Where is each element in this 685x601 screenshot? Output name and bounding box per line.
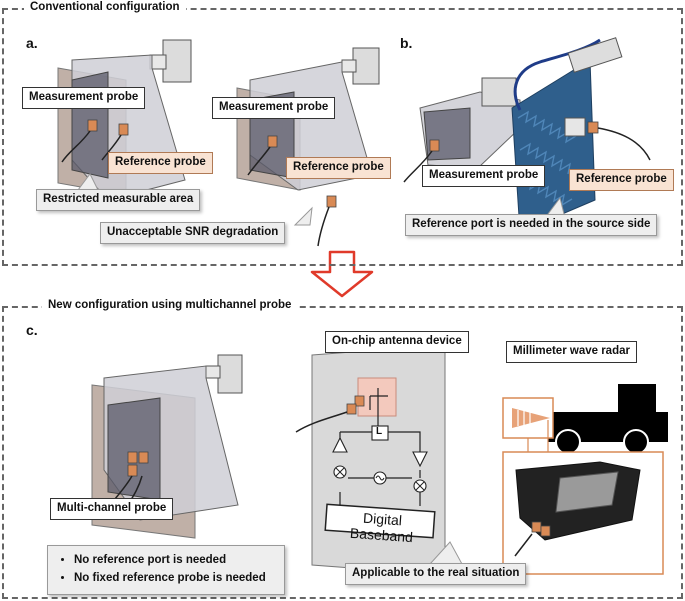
reference-probe-label-left: Reference probe: [108, 152, 213, 174]
measurement-probe-head: [429, 139, 440, 152]
measurement-probe-cable: [61, 130, 91, 163]
measurement-probe-label-b: Measurement probe: [422, 165, 546, 187]
multichannel-probe-head-3: [127, 464, 138, 477]
on-chip-device: [295, 344, 446, 576]
horn-flange: [352, 47, 380, 85]
advantage-item: No fixed reference probe is needed: [74, 570, 274, 588]
lo-label: L: [376, 426, 383, 437]
bottom-panel-title: New configuration using multichannel pro…: [42, 299, 298, 311]
advantage-item: No reference port is needed: [74, 552, 274, 570]
bottom-panel: [2, 306, 683, 599]
measurement-probe-cable: [403, 150, 433, 183]
panel-c-letter: c.: [26, 322, 38, 338]
reference-probe-head: [587, 121, 599, 134]
source-module: [567, 37, 623, 73]
on-chip-device-title: On-chip antenna device: [325, 331, 469, 353]
snr-degradation-callout: Unacceptable SNR degradation: [100, 222, 286, 244]
zoom-connector: [527, 420, 549, 452]
lo-box: [371, 425, 389, 441]
measurement-probe-label-right: Measurement probe: [212, 97, 336, 119]
radar-lens: [555, 471, 619, 513]
chip-probe-cables: [295, 411, 348, 433]
reference-probe-label-right: Reference probe: [286, 157, 391, 179]
reference-probe-head: [118, 123, 129, 136]
reference-port-callout: Reference port is needed in the source s…: [405, 214, 658, 236]
measurement-probe-label-left: Measurement probe: [22, 87, 146, 109]
multichannel-probe-head-1: [127, 451, 138, 464]
chip-probe-head-1: [354, 395, 365, 407]
antenna-element: [369, 388, 388, 410]
chip-probe-head-2: [346, 403, 357, 415]
distant-reference-probe-head: [326, 195, 337, 208]
measurement-probe-head: [267, 135, 278, 148]
reference-coupler: [564, 117, 586, 137]
distant-reference-probe-cable: [317, 206, 330, 247]
restricted-area-callout: Restricted measurable area: [36, 189, 201, 211]
reference-probe-cable: [101, 134, 122, 161]
tx-amplifier-icon: [332, 436, 348, 453]
radar-car: [502, 384, 668, 575]
radar-probe-cable: [514, 533, 533, 557]
panel-b-absorber-setup: [403, 37, 651, 233]
radar-title: Millimeter wave radar: [506, 341, 637, 363]
reference-probe-label-b: Reference probe: [569, 169, 674, 191]
horn-flange: [481, 77, 517, 107]
applicable-callout: Applicable to the real situation: [345, 563, 527, 585]
rx-amplifier-icon: [412, 451, 428, 468]
top-panel-title: Conventional configuration: [24, 1, 186, 13]
radar-probe-head: [540, 525, 551, 537]
measurement-probe-head: [87, 119, 98, 132]
measurement-probe-cable: [247, 146, 271, 176]
panel-b-letter: b.: [400, 35, 413, 51]
reference-probe-cable: [597, 127, 651, 161]
car-silhouette-icon: [548, 384, 668, 442]
radar-beam-icon: [512, 408, 550, 428]
panel-a-letter: a.: [26, 35, 38, 51]
multichannel-probe-head-2: [138, 451, 149, 464]
multi-channel-probe-label: Multi-channel probe: [50, 498, 174, 520]
advantages-callout: No reference port is needed No fixed ref…: [47, 545, 285, 595]
transition-arrow: [310, 250, 374, 298]
baseband-box: [324, 503, 436, 539]
top-panel: [2, 8, 683, 266]
horn-flange: [217, 354, 243, 394]
